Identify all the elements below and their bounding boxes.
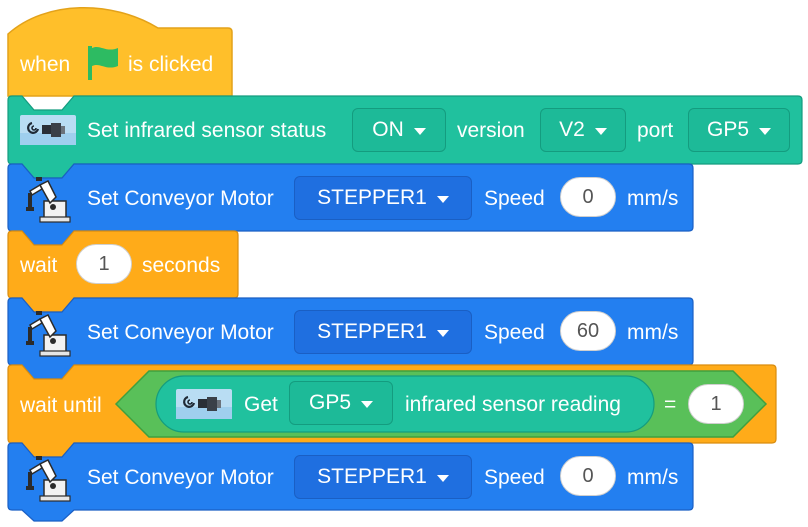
status-dropdown[interactable]: ON (352, 108, 446, 152)
seconds-label: seconds (142, 254, 221, 277)
port-dropdown[interactable]: GP5 (688, 108, 790, 152)
motor-dropdown-value: STEPPER1 (317, 186, 427, 209)
get-label: Get (244, 393, 278, 416)
infrared-sensor-icon (176, 389, 232, 419)
speed-label: Speed (484, 466, 545, 489)
speed-label: Speed (484, 187, 545, 210)
chevron-down-icon (361, 400, 374, 408)
infrared-reading-reporter[interactable]: Get GP5 infrared sensor reading (155, 375, 655, 433)
status-dropdown-value: ON (372, 118, 404, 141)
motor-dropdown[interactable]: STEPPER1 (294, 455, 472, 499)
wait-seconds-input[interactable]: 1 (76, 244, 132, 284)
unit-label: mm/s (627, 466, 679, 489)
when-flag-clicked-block[interactable]: when is clicked (7, 6, 233, 97)
set-infrared-status-block[interactable]: Set infrared sensor status ON version V2… (7, 95, 803, 179)
speed-input[interactable]: 60 (560, 311, 616, 351)
motor-dropdown[interactable]: STEPPER1 (294, 310, 472, 354)
port-label: port (637, 119, 674, 142)
when-label: when (20, 53, 71, 76)
port-dropdown-value: GP5 (706, 118, 750, 141)
motor-dropdown-value: STEPPER1 (317, 465, 427, 488)
version-label: version (457, 119, 525, 142)
speed-label: Speed (484, 321, 545, 344)
is-clicked-label: is clicked (128, 53, 214, 76)
unit-label: mm/s (627, 187, 679, 210)
set-motor-label: Set Conveyor Motor (87, 466, 274, 489)
green-flag-icon (88, 46, 118, 80)
chevron-down-icon (594, 127, 607, 135)
version-dropdown-value: V2 (559, 118, 585, 141)
wait-until-block[interactable]: wait until Get GP5 infrared sensor readi… (7, 364, 777, 458)
equals-operator-block[interactable]: Get GP5 infrared sensor reading = 1 (114, 370, 768, 438)
chevron-down-icon (413, 127, 426, 135)
set-motor-label: Set Conveyor Motor (87, 187, 274, 210)
compare-value-input[interactable]: 1 (688, 384, 744, 424)
motor-dropdown-value: STEPPER1 (317, 320, 427, 343)
wait-until-label: wait until (20, 394, 102, 417)
robot-arm-icon (26, 307, 72, 357)
chevron-down-icon (436, 474, 449, 482)
infrared-reading-label: infrared sensor reading (405, 393, 621, 416)
set-infrared-label: Set infrared sensor status (87, 119, 327, 142)
set-conveyor-motor-block[interactable]: Set Conveyor Motor STEPPER1 Speed 0 mm/s (7, 442, 694, 522)
unit-label: mm/s (627, 321, 679, 344)
motor-dropdown[interactable]: STEPPER1 (294, 176, 472, 220)
set-conveyor-motor-block[interactable]: Set Conveyor Motor STEPPER1 Speed 0 mm/s (7, 163, 694, 246)
version-dropdown[interactable]: V2 (540, 108, 626, 152)
infrared-sensor-icon (20, 115, 76, 145)
equals-label: = (664, 393, 677, 416)
port-dropdown[interactable]: GP5 (289, 381, 393, 425)
speed-input[interactable]: 0 (560, 177, 616, 217)
set-conveyor-motor-block[interactable]: Set Conveyor Motor STEPPER1 Speed 60 mm/… (7, 297, 694, 380)
chevron-down-icon (759, 127, 772, 135)
set-motor-label: Set Conveyor Motor (87, 321, 274, 344)
port-dropdown-value: GP5 (308, 391, 352, 414)
speed-input[interactable]: 0 (560, 456, 616, 496)
reporter-shape (155, 375, 655, 433)
chevron-down-icon (436, 195, 449, 203)
wait-label: wait (20, 254, 58, 277)
wait-seconds-block[interactable]: wait 1 seconds (7, 230, 239, 313)
robot-arm-icon (26, 452, 72, 502)
chevron-down-icon (436, 329, 449, 337)
hat-block-shape (7, 7, 233, 97)
robot-arm-icon (26, 173, 72, 223)
